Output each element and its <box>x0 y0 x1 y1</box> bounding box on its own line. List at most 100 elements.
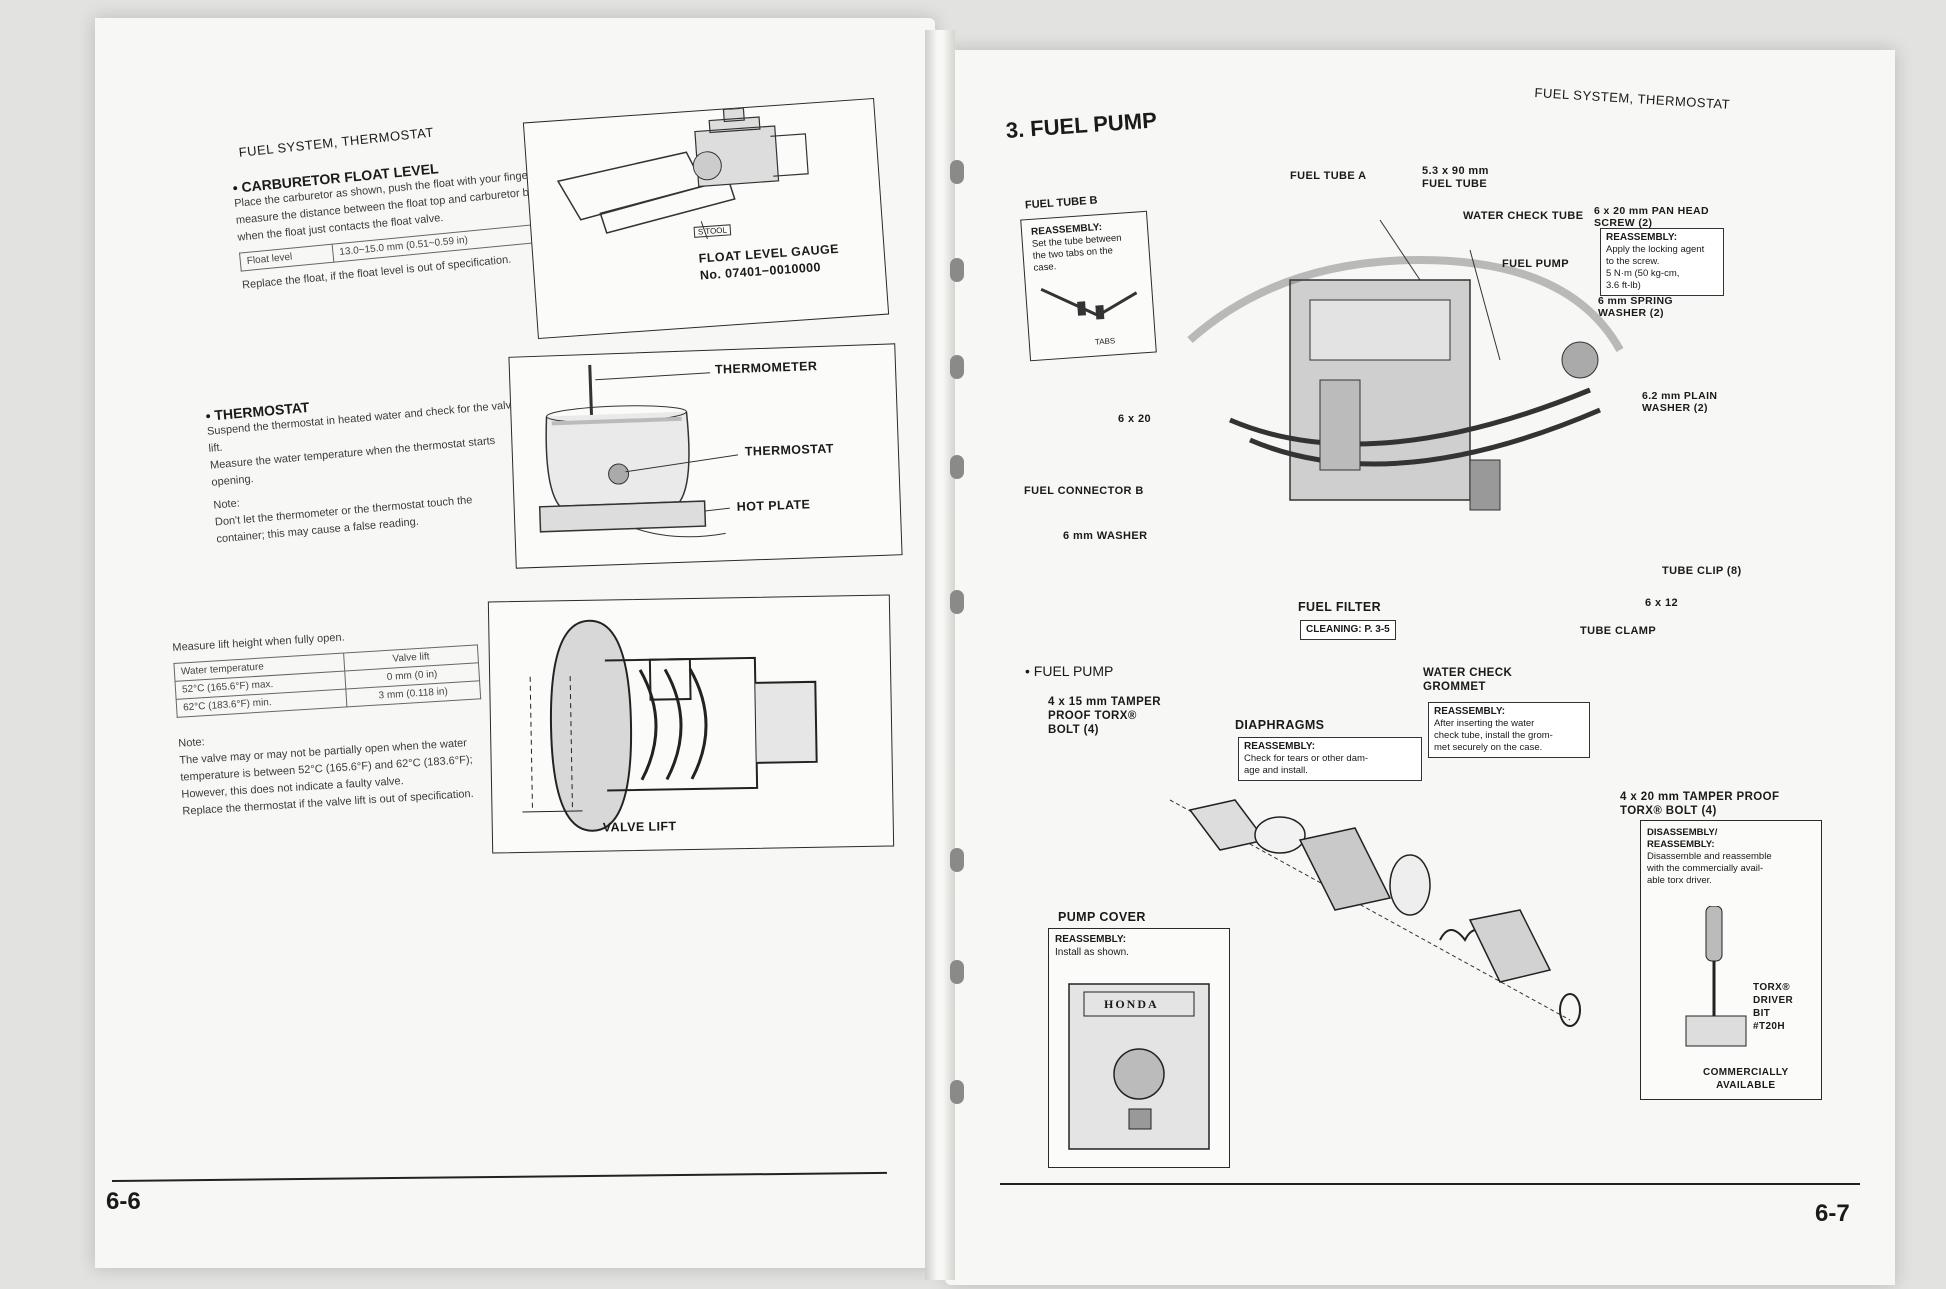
valve-lift-figure: VALVE LIFT <box>487 594 895 854</box>
grommet-box-line: check tube, install the grom- <box>1434 730 1553 741</box>
water-check-tube-label: WATER CHECK TUBE <box>1463 210 1584 222</box>
spring-washer-label: 6 mm SPRING WASHER (2) <box>1598 295 1673 319</box>
fuel-filter-label: FUEL FILTER <box>1298 600 1382 614</box>
torx20-box-line: Disassemble and reassemble <box>1647 851 1772 862</box>
commercial-line: AVAILABLE <box>1716 1080 1776 1091</box>
driver-line: #T20H <box>1753 1021 1786 1032</box>
bolt-6x20-label: 6 x 20 <box>1118 413 1151 425</box>
fuel-tube-b-detail: REASSEMBLY: Set the tube between the two… <box>1020 210 1157 362</box>
diaphragms-label: DIAPHRAGMS <box>1235 718 1325 732</box>
valve-lift-label: VALVE LIFT <box>602 819 677 835</box>
pan-head-box-line: 5 N·m (50 kg-cm, <box>1606 268 1680 279</box>
torx-15-label: 4 x 15 mm TAMPER PROOF TORX® BOLT (4) <box>1048 695 1161 737</box>
diaphragm-box-line: age and install. <box>1244 765 1308 776</box>
pump-cover-box-title: REASSEMBLY: <box>1055 934 1127 945</box>
torx15-line: BOLT (4) <box>1048 724 1099 736</box>
grommet-line: GROMMET <box>1423 681 1486 693</box>
fuel-tube-size: 5.3 x 90 mm <box>1422 165 1489 177</box>
torx20-box-line: able torx driver. <box>1647 875 1712 886</box>
grommet-box-line: After inserting the water <box>1434 718 1535 729</box>
torx-driver-drawing <box>1685 906 1747 1047</box>
float-level-figure: S TOOL FLOAT LEVEL GAUGE No. 07401−00100… <box>522 97 890 340</box>
hot-plate-label: HOT PLATE <box>736 497 811 514</box>
right-footer-rule <box>1000 1183 1860 1185</box>
torx20-box-title: DISASSEMBLY/ <box>1647 827 1718 838</box>
torx20-box-line: with the commercially avail- <box>1647 863 1764 874</box>
thermostat-text: • THERMOSTAT Suspend the thermostat in h… <box>205 381 527 549</box>
torx20-box-title: REASSEMBLY: <box>1647 839 1715 850</box>
grommet-line: WATER CHECK <box>1423 667 1513 679</box>
bolt-6x12-label: 6 x 12 <box>1645 597 1678 609</box>
binding-hole <box>950 960 964 984</box>
binding-hole <box>950 355 964 379</box>
binding-hole <box>950 160 964 184</box>
fuel-tube-b-line: case. <box>1033 261 1057 274</box>
diaphragm-box-line: Check for tears or other dam- <box>1244 753 1369 764</box>
right-page-number: 6-7 <box>1815 1200 1850 1227</box>
binding-hole <box>950 455 964 479</box>
fuel-tube-name: FUEL TUBE <box>1422 178 1488 190</box>
tabs-drawing <box>1040 287 1138 320</box>
grommet-box-line: met securely on the case. <box>1434 742 1543 753</box>
pan-head-box-line: 3.6 ft-lb) <box>1606 280 1641 291</box>
thermostat-figure: THERMOMETER THERMOSTAT HOT PLATE <box>508 343 903 569</box>
plain-washer-label: 6.2 mm PLAIN WASHER (2) <box>1642 390 1717 414</box>
engine-assembly-drawing <box>1187 220 1624 511</box>
commercial-line: COMMERCIALLY <box>1703 1067 1789 1078</box>
torx20-box-text: DISASSEMBLY/ REASSEMBLY: Disassemble and… <box>1647 827 1812 887</box>
water-check-grommet-label: WATER CHECK GROMMET <box>1423 666 1512 694</box>
tube-clip-label: TUBE CLIP (8) <box>1662 565 1742 577</box>
fuel-pump-subsection: • FUEL PUMP <box>1025 663 1114 679</box>
tube-clamp-label: TUBE CLAMP <box>1580 625 1657 637</box>
carburetor-drawing <box>556 107 809 240</box>
binding-hole <box>950 848 964 872</box>
torx-20-label: 4 x 20 mm TAMPER PROOF TORX® BOLT (4) <box>1620 790 1779 818</box>
pan-head-line: 6 x 20 mm PAN HEAD <box>1594 205 1709 217</box>
pump-cover-detail: REASSEMBLY: Install as shown. HONDA <box>1048 928 1230 1168</box>
book-spine <box>925 30 955 1280</box>
valve-lift-text: Measure lift height when fully open. Wat… <box>172 621 487 820</box>
torx-driver-detail: DISASSEMBLY/ REASSEMBLY: Disassemble and… <box>1640 820 1822 1100</box>
pan-head-box-line: to the screw. <box>1606 256 1660 267</box>
fuel-tube-size-label: 5.3 x 90 mm FUEL TUBE <box>1422 165 1489 191</box>
plain-washer-line: WASHER (2) <box>1642 402 1708 414</box>
pan-head-box-line: Apply the locking agent <box>1606 244 1705 255</box>
spring-washer-line: WASHER (2) <box>1598 307 1664 319</box>
honda-embossing: HONDA <box>1104 997 1159 1011</box>
pump-cover-label: PUMP COVER <box>1058 910 1146 924</box>
pump-cover-drawing <box>1068 983 1210 1150</box>
grommet-box-title: REASSEMBLY: <box>1434 706 1506 717</box>
driver-line: BIT <box>1753 1008 1771 1019</box>
pump-exploded-drawing <box>1169 799 1581 1027</box>
valve-lift-table: Water temperature Valve lift 52°C (165.6… <box>173 644 481 718</box>
tabs-label: TABS <box>1094 336 1116 347</box>
valve-drawing <box>522 619 818 832</box>
torx-driver-bit-label: TORX® DRIVER BIT #T20H <box>1753 981 1793 1033</box>
binding-hole <box>950 258 964 282</box>
torx15-line: PROOF TORX® <box>1048 710 1137 722</box>
thermostat-drawing <box>538 364 739 538</box>
fuel-tube-a-label: FUEL TUBE A <box>1290 170 1367 182</box>
driver-line: DRIVER <box>1753 995 1794 1006</box>
binding-hole <box>950 590 964 614</box>
plain-washer-line: 6.2 mm PLAIN <box>1642 390 1718 402</box>
pump-cover-box-line: Install as shown. <box>1055 947 1129 958</box>
torx20-line: 4 x 20 mm TAMPER PROOF <box>1620 791 1780 803</box>
driver-line: TORX® <box>1753 982 1790 993</box>
pan-head-box-title: REASSEMBLY: <box>1606 232 1678 243</box>
fuel-connector-b-label: FUEL CONNECTOR B <box>1024 485 1144 497</box>
spring-washer-line: 6 mm SPRING <box>1598 295 1674 307</box>
cleaning-reference: CLEANING: P. 3-5 <box>1300 620 1396 640</box>
float-level-label: Float level <box>239 244 334 272</box>
pump-cover-box-text: REASSEMBLY: Install as shown. <box>1055 933 1129 959</box>
torx15-line: 4 x 15 mm TAMPER <box>1048 696 1161 708</box>
pan-head-reassembly-box: REASSEMBLY: Apply the locking agent to t… <box>1600 228 1724 296</box>
fuel-pump-label: FUEL PUMP <box>1502 258 1569 270</box>
binding-hole <box>950 1080 964 1104</box>
grommet-reassembly-box: REASSEMBLY: After inserting the water ch… <box>1428 702 1590 758</box>
diaphragm-reassembly-box: REASSEMBLY: Check for tears or other dam… <box>1238 737 1422 781</box>
pan-head-line: SCREW (2) <box>1594 217 1653 229</box>
torx20-line: TORX® BOLT (4) <box>1620 805 1717 817</box>
left-page-number: 6-6 <box>106 1188 141 1215</box>
pan-head-screw-label: 6 x 20 mm PAN HEAD SCREW (2) <box>1594 205 1709 229</box>
